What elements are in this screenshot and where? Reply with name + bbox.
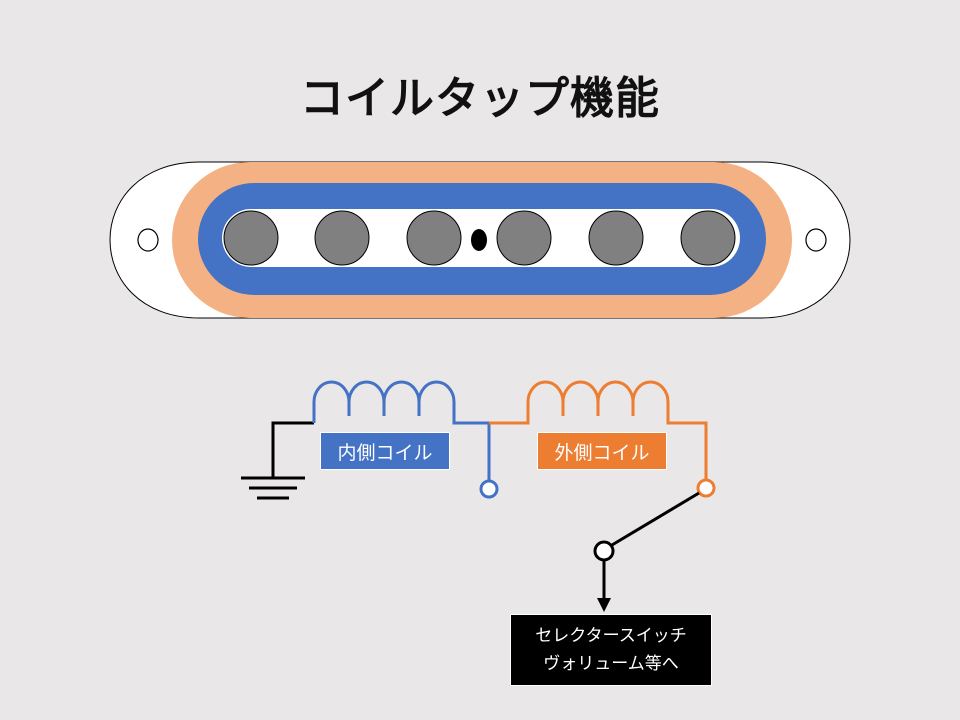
pole-piece bbox=[680, 210, 736, 266]
mounting-hole-right bbox=[805, 228, 827, 252]
center-mark bbox=[471, 229, 487, 251]
output-destination-box: セレクタースイッチ ヴォリューム等へ bbox=[510, 614, 712, 686]
circuit bbox=[241, 380, 716, 612]
pole-piece bbox=[314, 210, 370, 266]
ground-wire bbox=[271, 421, 314, 478]
output-line-1: セレクタースイッチ bbox=[535, 626, 687, 646]
inner-tap-terminal bbox=[479, 479, 499, 499]
outer-tap-terminal bbox=[696, 478, 716, 498]
switch-lever bbox=[611, 491, 700, 547]
pole-piece bbox=[496, 210, 552, 266]
pole-piece bbox=[406, 210, 462, 266]
pole-piece bbox=[223, 210, 279, 266]
pickup bbox=[109, 161, 851, 319]
output-arrow bbox=[597, 598, 611, 612]
output-line-2: ヴォリューム等へ bbox=[543, 654, 679, 674]
inner-coil-label: 内側コイル bbox=[320, 432, 450, 470]
mounting-hole-left bbox=[137, 228, 159, 252]
outer-coil-label: 外側コイル bbox=[537, 432, 667, 470]
inner-coil-symbol bbox=[312, 380, 491, 482]
pole-piece bbox=[588, 210, 644, 266]
switch-pivot bbox=[593, 540, 615, 562]
page-title: コイルタップ機能 bbox=[300, 73, 660, 124]
ground-symbol bbox=[241, 476, 305, 500]
pole-pieces bbox=[223, 210, 736, 266]
outer-coil-symbol bbox=[489, 380, 708, 481]
